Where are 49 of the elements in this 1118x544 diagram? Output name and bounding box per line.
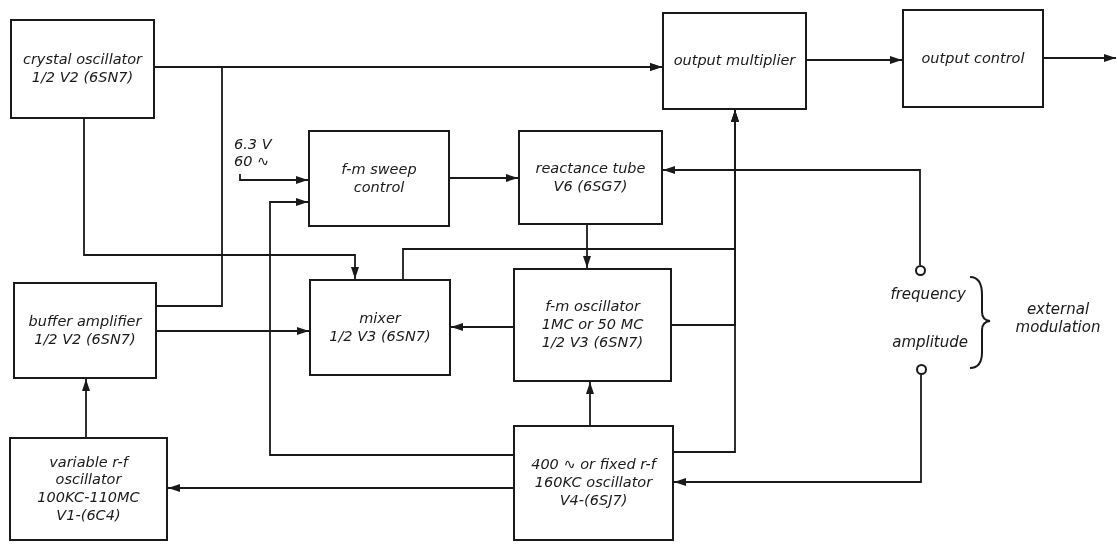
side-label: external modulation: [1014, 300, 1102, 336]
supply-label: 6.3 V 60 ∿: [234, 136, 294, 171]
arrow: [1043, 54, 1117, 62]
arrow: [586, 381, 594, 426]
arrow: [450, 323, 514, 331]
block-label: buffer amplifier: [28, 312, 142, 331]
block-label: 1/2 V3 (6SN7): [541, 333, 644, 352]
arrow: [239, 173, 309, 184]
block-label: variable r-f oscillator: [48, 453, 131, 489]
block-box: [513, 425, 674, 541]
block-box: [518, 130, 663, 225]
arrow: [583, 224, 591, 269]
block-label: 400 ∿ or fixed r-f 160KC oscillator: [530, 456, 659, 492]
arrow: [83, 118, 359, 280]
block-label: 1MC or 50 MC: [541, 316, 644, 334]
block-label: f-m sweep control: [340, 160, 418, 197]
side-label: amplitude: [891, 333, 968, 351]
arrow: [167, 484, 514, 492]
block-box: [308, 130, 450, 227]
block-label: 1/2 V2 (6SN7): [34, 330, 136, 349]
block-box: [9, 437, 168, 541]
block-box: [902, 9, 1044, 108]
block-label: output multiplier: [673, 52, 796, 70]
block-box: [10, 19, 155, 119]
arrow: [82, 378, 90, 438]
block-label: V4-(6SJ7): [559, 491, 628, 510]
block-label: 100KC-110MC: [37, 489, 140, 507]
block-label: V1-(6C4): [56, 506, 121, 525]
block-label: 1/2 V2 (6SN7): [31, 69, 134, 87]
block-label: f-m oscillator: [545, 298, 640, 317]
block-label: reactance tube: [535, 159, 646, 178]
arrow: [156, 327, 310, 335]
block-box: [662, 12, 807, 110]
terminal-circle: [916, 364, 927, 375]
block-label: mixer: [359, 309, 401, 328]
side-label: frequency: [889, 285, 966, 303]
arrow: [673, 374, 922, 486]
terminal-circle: [915, 265, 926, 276]
arrow: [269, 198, 514, 456]
block-box: [13, 282, 157, 379]
block-label: output control: [921, 49, 1025, 68]
arrow: [806, 56, 903, 64]
block-box: [513, 268, 672, 382]
block-label: 1/2 V3 (6SN7): [329, 327, 431, 346]
block-label: crystal oscillator: [22, 51, 143, 69]
arrow: [449, 174, 519, 182]
block-label: V6 (6SG7): [553, 177, 628, 196]
arrow: [662, 166, 921, 266]
block-box: [309, 279, 451, 376]
